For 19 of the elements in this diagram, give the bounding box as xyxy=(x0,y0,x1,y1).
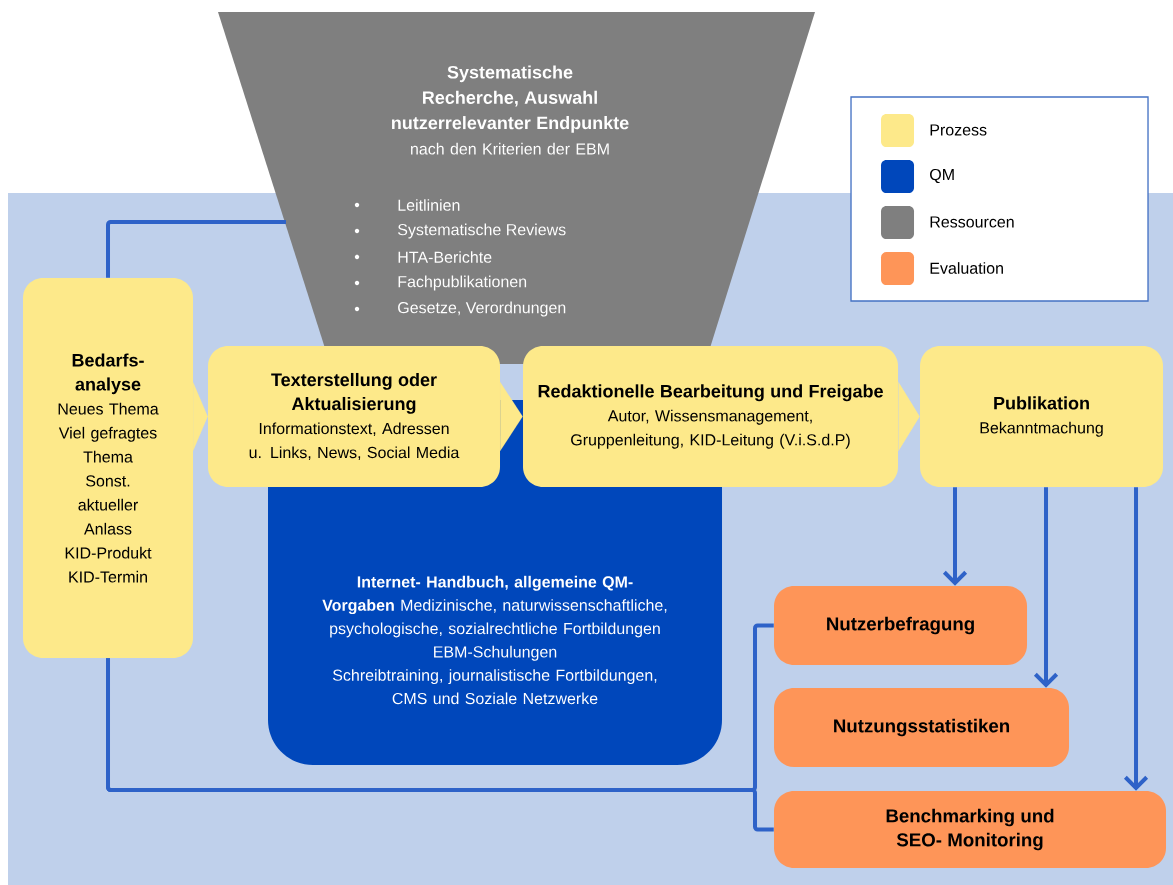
arrow xyxy=(1123,487,1149,791)
connector-line xyxy=(106,658,774,832)
chevron-arrow xyxy=(500,382,523,452)
legend-label: Evaluation xyxy=(930,262,1003,274)
chevron-arrow xyxy=(898,382,920,451)
process-box: Redaktionelle Bearbeitung und Freigabe Autor, Wissensmanagement, Gruppenleitung, KID-Leitung (V.i.S.d.P) xyxy=(523,346,898,487)
evaluation-box: Nutzungsstatistiken xyxy=(774,688,1069,767)
evaluation-box: Nutzerbefragung xyxy=(774,586,1027,665)
legend-label: Prozess xyxy=(930,124,987,136)
evaluation-box: Benchmarking und SEO- Monitoring xyxy=(774,791,1166,868)
legend-label: QM xyxy=(930,168,954,184)
process-box: Texterstellung oder Aktualisierung Informationstext, Adressen u. Links, News, Social Media xyxy=(208,346,500,487)
connector-line xyxy=(106,220,286,278)
legend-label: Ressourcen xyxy=(930,216,1014,228)
arrow xyxy=(942,487,968,586)
process-box: Bedarfs- analyse Neues Thema Viel gefragtes Thema Sonst. aktueller Anlass KID-Produkt KID-Termin xyxy=(23,278,193,658)
arrow xyxy=(1033,487,1059,688)
chevron-arrow xyxy=(193,382,208,451)
process-box: Publikation Bekanntmachung xyxy=(920,346,1163,487)
